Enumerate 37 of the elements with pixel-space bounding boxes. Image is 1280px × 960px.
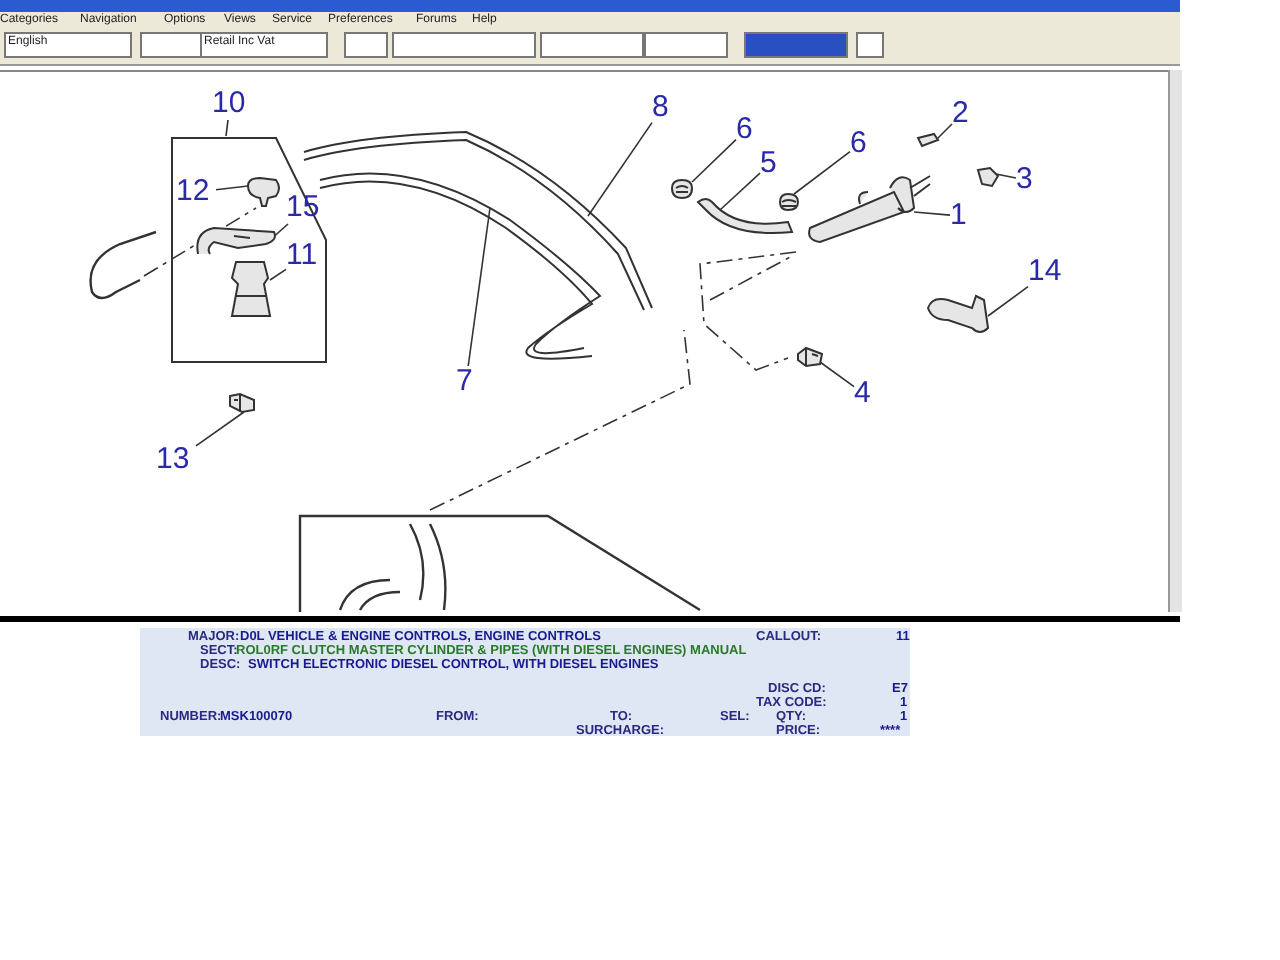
leader-line <box>819 361 855 388</box>
callout-number: 12 <box>176 176 216 208</box>
callout-number: 5 <box>760 148 780 180</box>
leader-line <box>587 121 653 217</box>
pin-drawing <box>916 132 940 148</box>
leader-line <box>195 411 245 447</box>
callout-number: 8 <box>652 92 672 124</box>
hose-drawing <box>696 194 796 238</box>
leader-line <box>691 138 737 183</box>
callout-number: 13 <box>156 444 196 476</box>
callout-number: 2 <box>952 98 972 130</box>
leader-line <box>215 185 249 191</box>
callout-number: 14 <box>1028 256 1068 288</box>
callout-number: 1 <box>950 200 970 232</box>
callout-number: 4 <box>854 378 874 410</box>
connector-drawing <box>244 176 284 208</box>
leader-line <box>935 123 953 141</box>
bracket-frame <box>170 136 330 364</box>
washer-plate-drawing <box>194 224 278 256</box>
clip-drawing <box>976 166 1000 188</box>
leader-line <box>269 268 287 281</box>
leader-line <box>467 207 491 367</box>
leader-line <box>913 211 951 216</box>
leader-line <box>995 173 1017 179</box>
callout-number: 11 <box>286 240 326 272</box>
callout-number: 6 <box>850 128 870 160</box>
callout-number: 10 <box>212 88 248 120</box>
callout-number: 3 <box>1016 164 1036 196</box>
bolt-drawing <box>796 346 824 368</box>
leader-line <box>719 172 761 211</box>
cap-drawing <box>776 192 800 212</box>
leader-line <box>793 150 851 195</box>
leader-line <box>225 119 229 137</box>
callout-number: 6 <box>736 114 756 146</box>
callout-number: 7 <box>456 366 476 398</box>
cap-drawing <box>668 178 694 200</box>
leader-line <box>987 285 1029 317</box>
